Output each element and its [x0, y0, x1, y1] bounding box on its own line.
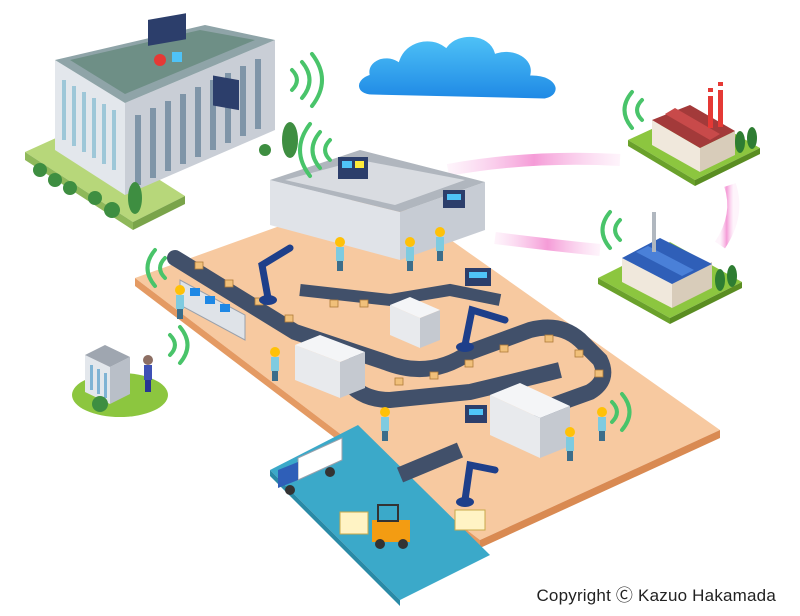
- wifi-icon: [610, 392, 632, 432]
- wifi-icon: [168, 325, 190, 365]
- factory-red-roof: [628, 82, 760, 186]
- wifi-icons: [145, 52, 644, 432]
- forklift: [339, 504, 486, 549]
- wifi-icon: [622, 90, 644, 130]
- production-machines: [295, 297, 570, 458]
- loading-dock: [270, 425, 490, 606]
- office-building: [25, 13, 298, 230]
- wifi-icon: [290, 52, 324, 108]
- robot-bases: [259, 295, 474, 507]
- factory-blue-roof: [598, 212, 742, 324]
- branch-office: [72, 345, 168, 417]
- wifi-icon: [600, 210, 622, 250]
- wifi-icon: [298, 122, 332, 178]
- workers: [175, 227, 607, 461]
- wifi-icon: [145, 248, 167, 288]
- robot-arms: [258, 244, 509, 504]
- monitoring-panels: [179, 268, 491, 423]
- cloud: [356, 33, 559, 102]
- copyright-notice: Copyright Ⓒ Kazuo Hakamada: [536, 586, 776, 605]
- delivery-truck: [278, 437, 343, 495]
- control-room: [270, 150, 485, 260]
- signal-waves: [446, 152, 740, 256]
